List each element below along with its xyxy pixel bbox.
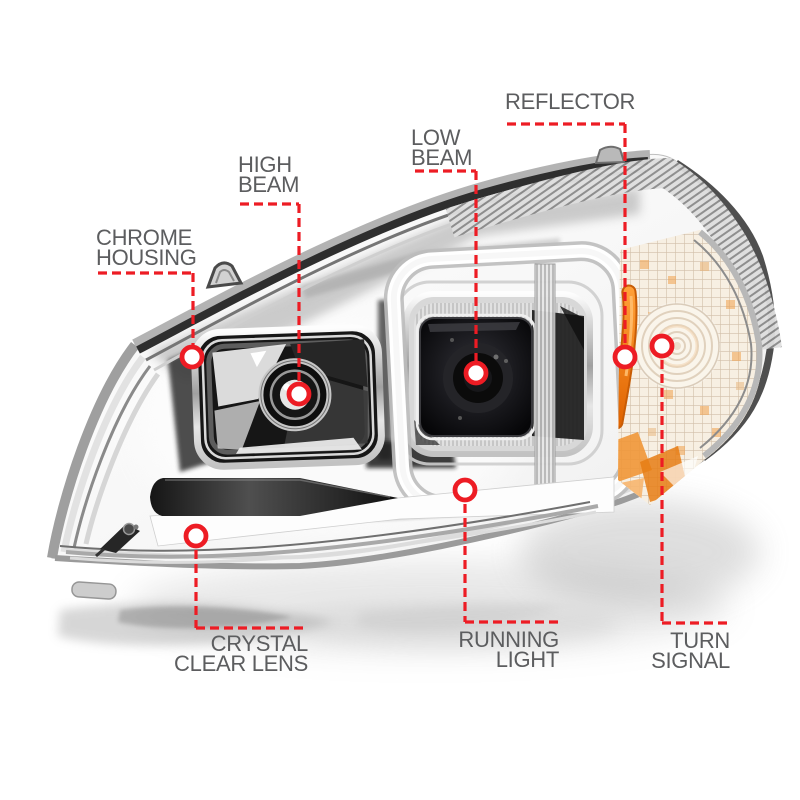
label-line: REFLECTOR — [505, 89, 636, 114]
callout-dot-high-beam — [286, 381, 312, 407]
bottom-foot-nub — [71, 581, 117, 600]
mounting-tabs — [205, 145, 626, 289]
label-high-beam: HIGH BEAM — [238, 152, 300, 197]
callout-dot-chrome-housing — [179, 344, 205, 370]
callout-line-running-light — [463, 490, 559, 624]
crystal-lens-bottom — [59, 476, 615, 600]
turn-signal-area — [618, 229, 763, 505]
label-line: CLEAR LENS — [174, 651, 308, 676]
callout-dots — [179, 333, 675, 549]
ribbed-column — [534, 263, 556, 491]
label-reflector: REFLECTOR — [505, 89, 636, 114]
label-low-beam: LOW BEAM — [411, 125, 473, 170]
turn-signal-chrome-arc — [698, 229, 763, 459]
label-chrome-housing: CHROME HOUSING — [96, 225, 197, 270]
left-mounting-tab — [205, 261, 244, 289]
label-line: SIGNAL — [651, 648, 730, 673]
callout-dot-turn-signal — [649, 333, 675, 359]
label-line: HOUSING — [96, 245, 197, 270]
label-line: CRYSTAL — [210, 631, 309, 656]
label-line: LIGHT — [495, 647, 560, 672]
label-line: CHROME — [96, 225, 192, 250]
callout-line-low-beam — [415, 169, 478, 373]
label-line: BEAM — [411, 145, 473, 170]
label-turn-signal: TURN SIGNAL — [651, 628, 730, 673]
turn-signal-bulb — [633, 302, 721, 390]
label-line: HIGH — [238, 152, 292, 177]
label-line: LOW — [411, 125, 461, 150]
callout-line-crystal-clear-lens — [194, 536, 308, 630]
reflector-hatched-band — [445, 157, 782, 352]
left-edge-strips — [47, 341, 161, 559]
adjuster-screw — [95, 522, 140, 558]
label-line: BEAM — [238, 172, 300, 197]
callout-dot-reflector — [612, 344, 638, 370]
callout-lines — [98, 122, 729, 630]
label-line: TURN — [670, 628, 730, 653]
callout-dot-crystal-clear-lens — [183, 523, 209, 549]
top-mounting-tab — [594, 145, 626, 165]
callout-line-turn-signal — [660, 346, 729, 625]
callout-line-high-beam — [240, 202, 301, 394]
label-line: RUNNING — [458, 627, 559, 652]
label-crystal-clear-lens: CRYSTAL CLEAR LENS — [174, 631, 309, 676]
callout-dot-running-light — [452, 477, 478, 503]
callout-line-chrome-housing — [98, 271, 195, 357]
callout-line-reflector — [507, 122, 627, 357]
label-running-light: RUNNING LIGHT — [458, 627, 560, 672]
callout-dot-low-beam — [463, 360, 489, 386]
